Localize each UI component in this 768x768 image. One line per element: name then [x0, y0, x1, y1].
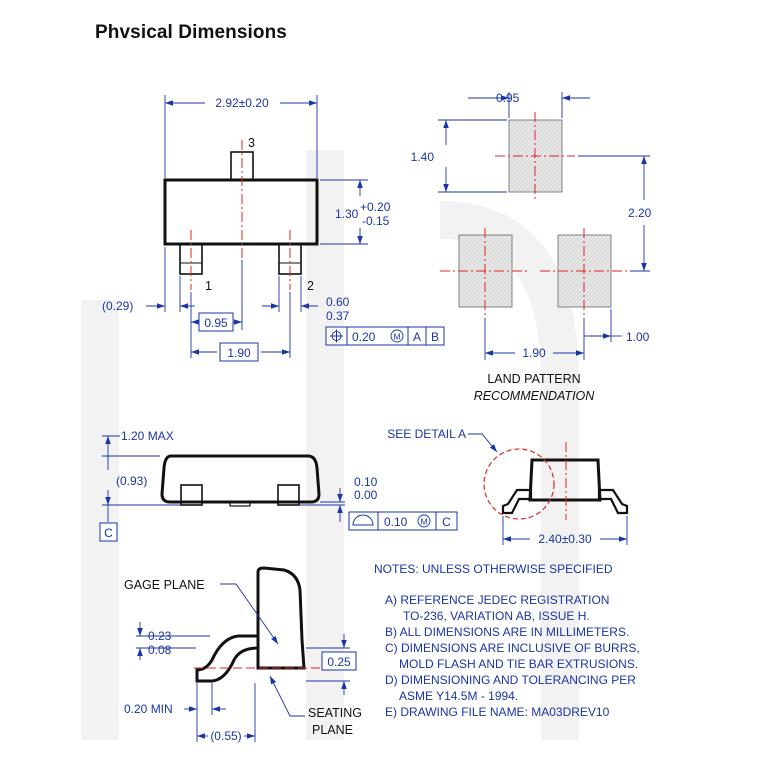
dim-standoff-min: 0.00	[354, 488, 378, 502]
notes-header: NOTES: UNLESS OTHERWISE SPECIFIED	[374, 562, 613, 576]
dim-lead-thickness-min: 0.08	[148, 643, 172, 657]
datum-c-label: C	[104, 526, 113, 540]
dim-max-height: 1.20 MAX	[121, 429, 174, 443]
note-d: D) DIMENSIONING AND TOLERANCING PER	[385, 673, 636, 687]
pin-1-label: 1	[205, 279, 212, 293]
pin-3-label: 3	[248, 136, 255, 150]
profile-icon	[352, 514, 374, 526]
svg-text:M: M	[393, 331, 400, 341]
dim-foot-length: (0.55)	[210, 729, 241, 743]
note-c-cont: MOLD FLASH AND TIE BAR EXTRUSIONS.	[399, 657, 638, 671]
gage-plane-label: GAGE PLANE	[124, 578, 205, 592]
dim-pad-length: 1.40	[411, 150, 435, 164]
see-detail-a: SEE DETAIL A	[387, 427, 466, 441]
side-view: 1.20 MAX (0.93) C 0.10 0.00 0.10 M C	[99, 429, 458, 542]
mmc-icon-2: M	[417, 514, 431, 528]
detail-a: GAGE PLANE 0.23 0.08 0.25 0.20 MIN (0.55…	[124, 566, 362, 743]
notes: NOTES: UNLESS OTHERWISE SPECIFIED A) REF…	[374, 562, 640, 719]
dim-body-height-plus: +0.20	[360, 200, 391, 214]
datum-b: B	[431, 330, 439, 344]
note-e: E) DRAWING FILE NAME: MA03DREV10	[385, 705, 610, 719]
end-lead-left	[501, 488, 533, 515]
svg-text:M: M	[420, 516, 427, 526]
dim-foot-min: 0.20 MIN	[124, 702, 173, 716]
dim-lead-width-max: 0.60	[326, 295, 350, 309]
page-title: Phvsical Dimensions	[95, 22, 287, 43]
note-a: A) REFERENCE JEDEC REGISTRATION	[385, 593, 609, 607]
note-a-cont: TO-236, VARIATION AB, ISSUE H.	[403, 609, 590, 623]
datum-a: A	[413, 330, 421, 344]
detail-a-circle	[483, 448, 555, 520]
seating-plane-label-2: PLANE	[312, 723, 353, 737]
detail-body	[256, 566, 306, 670]
dim-pad-offset: 1.00	[626, 330, 650, 344]
dim-pad-span: 1.90	[522, 346, 546, 360]
side-body	[160, 454, 321, 504]
dim-lead-offset: (0.29)	[102, 299, 133, 313]
dim-body-height-minus: -0.15	[362, 214, 390, 228]
detail-lead	[195, 634, 260, 683]
flatness-value: 0.10	[384, 515, 408, 529]
dim-pattern-height: 2.20	[628, 206, 652, 220]
dim-body-height: 1.30	[335, 207, 359, 221]
note-d-cont: ASME Y14.5M - 1994.	[399, 689, 518, 703]
dim-lead-span: 1.90	[227, 346, 251, 360]
dim-pitch: 0.95	[204, 316, 228, 330]
dim-body-thickness: (0.93)	[116, 474, 147, 488]
dim-overall-width: 2.92±0.20	[215, 96, 269, 110]
note-c: C) DIMENSIONS ARE INCLUSIVE OF BURRS,	[385, 641, 640, 655]
end-lead-right	[597, 488, 629, 515]
flatness-datum: C	[442, 515, 451, 529]
dim-standoff-max: 0.10	[354, 475, 378, 489]
tolerance-value: 0.20	[352, 330, 376, 344]
note-b: B) ALL DIMENSIONS ARE IN MILLIMETERS.	[385, 625, 629, 639]
dim-end-lead-span: 2.40±0.30	[538, 532, 592, 546]
mmc-icon: M	[390, 329, 404, 343]
dim-pad-width: 0.95	[496, 91, 520, 105]
dim-gage-height: 0.25	[327, 655, 351, 669]
land-pattern-sublabel: RECOMMENDATION	[474, 389, 596, 403]
end-view: SEE DETAIL A 2.40±0.30	[387, 427, 629, 546]
position-icon	[330, 329, 343, 343]
package-body	[163, 178, 319, 246]
pin-2-label: 2	[307, 279, 314, 293]
top-view: 2.92±0.20 3 1 2 1.30 +0.20 -0.15 (0.29) …	[102, 95, 445, 362]
flatness-tolerance-frame: 0.10 M C	[348, 511, 458, 531]
dim-lead-width-min: 0.37	[326, 309, 350, 323]
land-pattern-label: LAND PATTERN	[487, 372, 580, 386]
seating-plane-label: SEATING	[308, 706, 362, 720]
watermark	[81, 150, 579, 740]
dim-lead-thickness-max: 0.23	[148, 629, 172, 643]
position-tolerance-frame: 0.20 M A B	[325, 326, 445, 346]
land-pattern: 0.95 1.40 2.20 1.00 1.90 LAND PATTERN RE…	[411, 91, 652, 403]
